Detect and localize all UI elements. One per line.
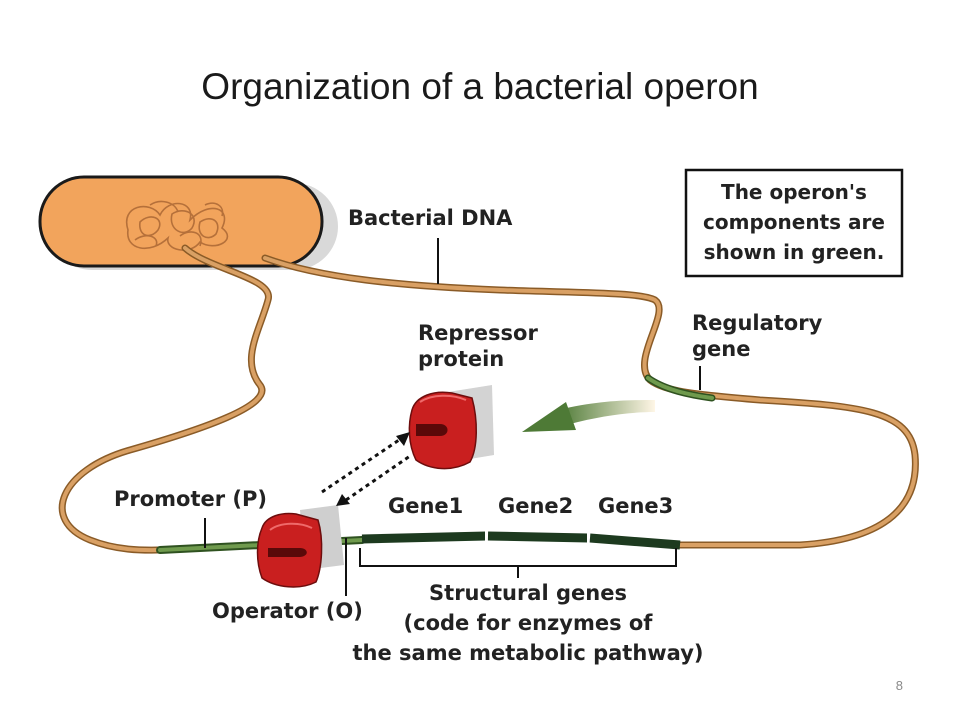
leader-lines	[204, 238, 701, 596]
arrow-head-down	[336, 494, 350, 506]
expression-arrow	[522, 400, 655, 432]
slide-title: Organization of a bacterial operon	[201, 66, 759, 107]
label-gene1: Gene1	[388, 494, 463, 518]
note-box	[684, 168, 904, 278]
binding-arrows	[321, 436, 411, 502]
regulatory-gene-highlight	[646, 376, 714, 400]
note-line: shown in green.	[704, 240, 885, 264]
label-gene2: Gene2	[498, 494, 573, 518]
note-line: The operon's	[721, 180, 867, 204]
cell-body	[38, 175, 324, 268]
gene3-segment	[589, 533, 681, 550]
label-bacterial-dna: Bacterial DNA	[348, 206, 513, 230]
label-repressor-protein: protein	[418, 347, 504, 371]
gene2-segment	[487, 531, 589, 543]
bound-repressor	[256, 505, 344, 588]
repressor-protein	[408, 385, 494, 470]
label-regulatory-gene: gene	[692, 337, 750, 361]
label-promoter: Promoter (P)	[114, 487, 267, 511]
label-structural-genes: Structural genes	[429, 581, 627, 605]
label-repressor-protein: Repressor	[418, 321, 538, 345]
bacterial-cell	[38, 175, 338, 270]
label-structural-genes: (code for enzymes of	[404, 611, 654, 635]
label-structural-genes: the same metabolic pathway)	[352, 641, 703, 665]
gene1-segment	[361, 531, 487, 544]
label-regulatory-gene: Regulatory	[692, 311, 823, 335]
page-number: 8	[895, 678, 903, 693]
note-line: components are	[703, 210, 885, 234]
arrow-head-up	[396, 432, 410, 446]
label-gene3: Gene3	[598, 494, 673, 518]
chromosome-tangle	[125, 200, 229, 251]
label-operator: Operator (O)	[212, 599, 363, 623]
